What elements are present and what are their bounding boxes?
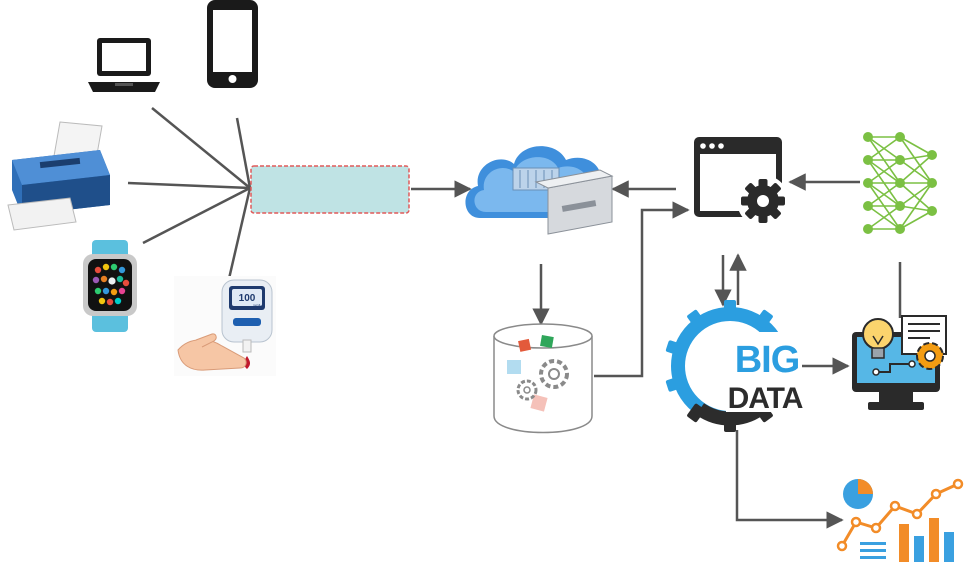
glucose-reading: 100 xyxy=(239,293,256,304)
printer-connector xyxy=(127,181,251,190)
phone-connector xyxy=(235,117,252,189)
cloud-storage-icon xyxy=(465,146,614,235)
bigdata-to-analytics-arrow xyxy=(735,430,844,529)
app-settings-icon xyxy=(694,137,789,227)
watch-connector xyxy=(142,186,251,245)
neural-network-icon xyxy=(863,132,937,234)
connectors xyxy=(127,107,902,529)
gateway-box xyxy=(250,165,410,214)
analytics-chart-icon xyxy=(836,478,964,562)
database-icon xyxy=(493,323,593,434)
laptop-icon xyxy=(88,38,160,92)
big-data-line1: BIG xyxy=(735,339,800,381)
glucometer-icon: 100 mg/dL xyxy=(174,276,276,376)
glucometer-connector xyxy=(226,187,252,284)
smartwatch-icon xyxy=(83,240,137,332)
big-data-line2: DATA xyxy=(728,382,803,415)
insight-monitor-icon xyxy=(852,315,947,410)
database-to-settings-arrow xyxy=(594,201,690,378)
smartphone-icon xyxy=(207,0,258,88)
printer-icon xyxy=(7,121,110,231)
big-data-icon: BIG DATA xyxy=(665,300,804,432)
laptop-connector xyxy=(151,107,251,189)
glucose-unit: mg/dL xyxy=(253,303,262,307)
